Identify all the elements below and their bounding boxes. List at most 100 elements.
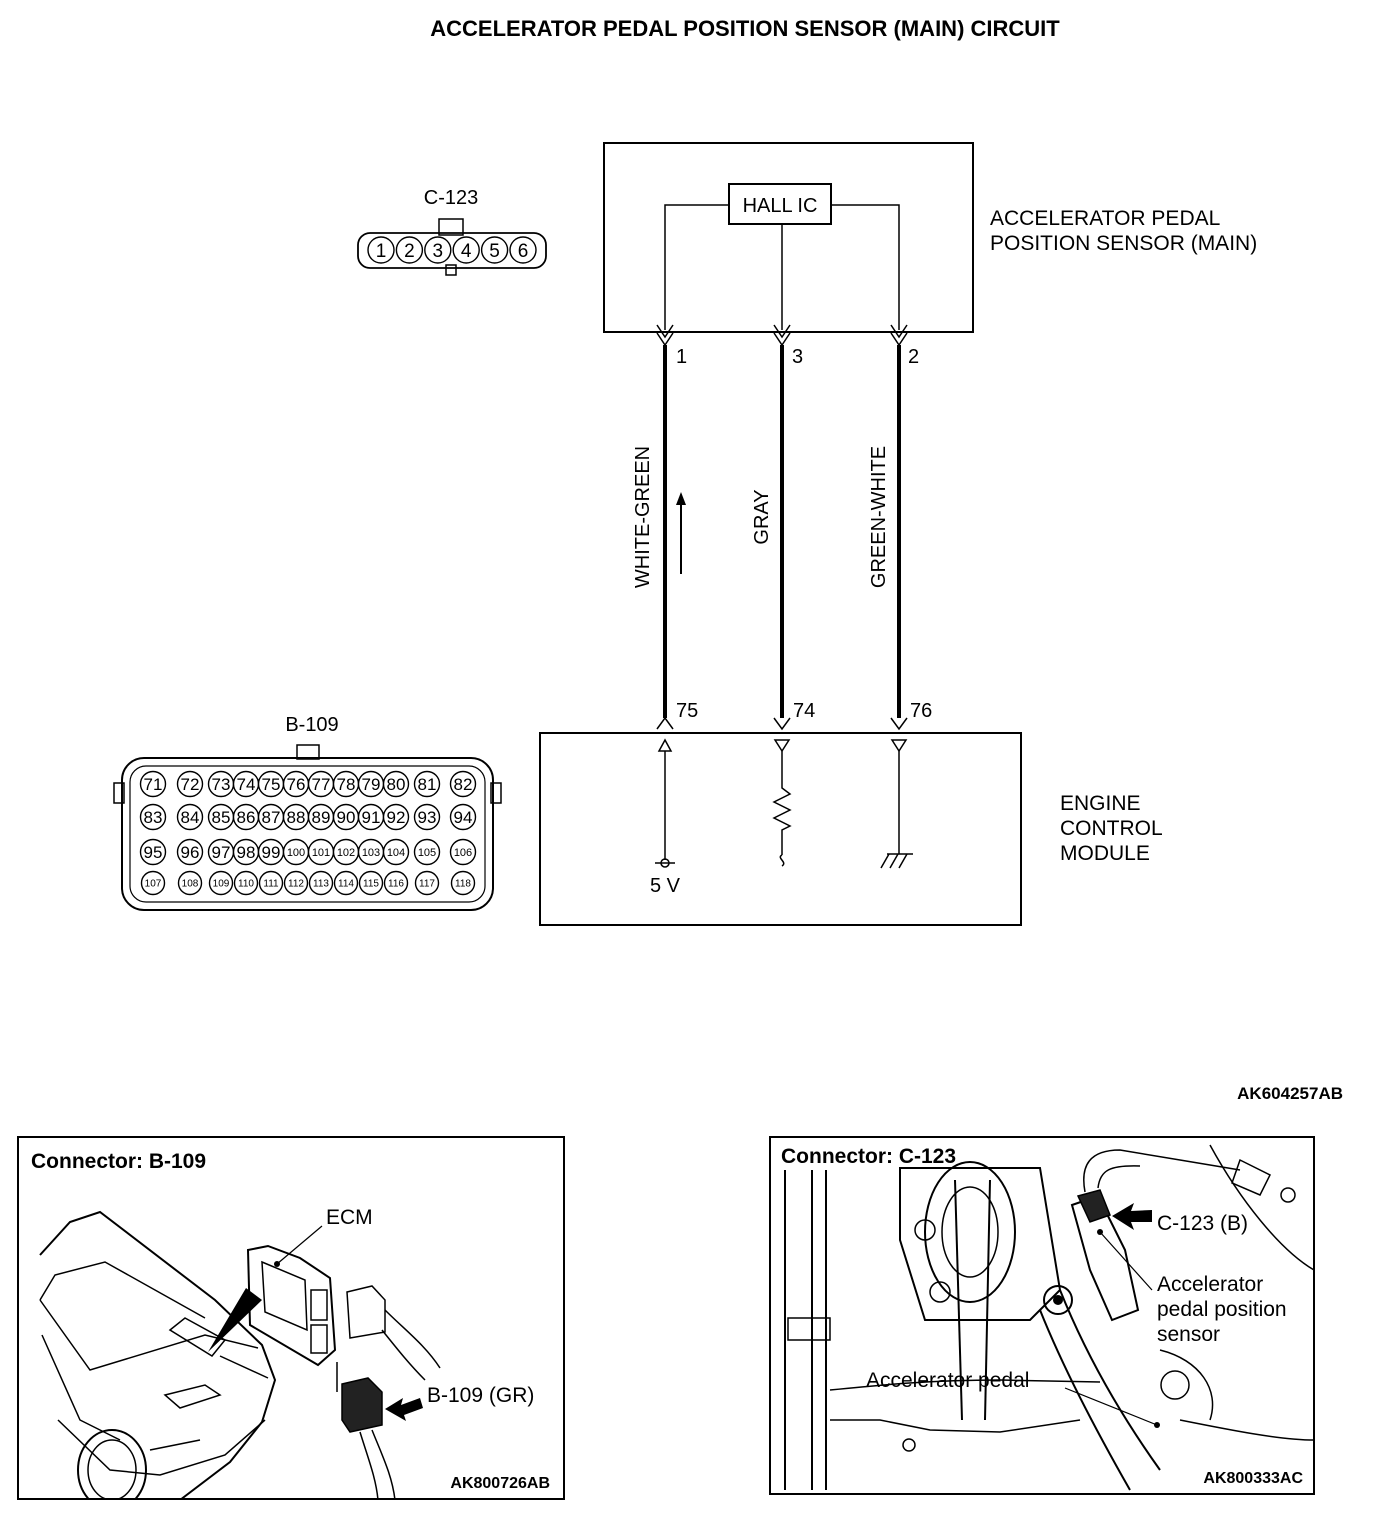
connector-pin-number: 81: [418, 775, 437, 794]
hall-ic-label: HALL IC: [743, 195, 818, 217]
connector-c123-label: C-123: [424, 187, 478, 209]
connector-pin-number: 4: [461, 241, 472, 262]
current-arrow-icon: [676, 492, 686, 505]
connector-pin: [413, 803, 441, 831]
connector-pin-number: 74: [237, 775, 256, 794]
connector-pin-number: 102: [337, 847, 355, 859]
connector-pin: [449, 770, 477, 798]
connector-pin-number: 114: [338, 879, 354, 890]
pedal-area-illustration: [784, 1144, 1314, 1491]
connector-pin-number: 104: [387, 847, 405, 859]
connector-pin: [208, 870, 234, 896]
panel-c123-sensor-line3: sensor: [1157, 1323, 1220, 1346]
connector-pin-number: 73: [212, 775, 231, 794]
connector-pin-number: 2: [404, 241, 415, 262]
b109-arrow-icon: [385, 1398, 423, 1421]
connector-pin: [233, 870, 259, 896]
ecm-label-line2: CONTROL: [1060, 817, 1163, 840]
ecm-label-line3: MODULE: [1060, 842, 1150, 865]
connector-pin-number: 99: [262, 843, 281, 862]
connector-pin-number: 87: [262, 808, 281, 827]
connector-pin: [139, 803, 167, 831]
panel-b109-code: AK800726AB: [450, 1475, 550, 1492]
connector-pin-number: 79: [362, 775, 381, 794]
connector-pin-number: 96: [181, 843, 200, 862]
connector-pin-number: 5: [489, 241, 500, 262]
ecm-label-line1: ENGINE: [1060, 792, 1141, 815]
connector-pin-number: 90: [337, 808, 356, 827]
ecm-supply-label: 5 V: [650, 875, 681, 897]
connector-pin-number: 107: [145, 879, 162, 890]
connector-pin: [139, 770, 167, 798]
panel-c123-sensor-line1: Accelerator: [1157, 1273, 1263, 1296]
connector-pin-number: 108: [182, 879, 199, 890]
connector-pin: [176, 803, 204, 831]
connector-pin-number: 106: [454, 847, 472, 859]
connector-pin-number: 98: [237, 843, 256, 862]
connector-pin: [413, 770, 441, 798]
connector-pin: [358, 870, 384, 896]
connector-pin: [450, 870, 476, 896]
connector-pin: [258, 870, 284, 896]
connector-pin-number: 109: [213, 879, 230, 890]
sensor-block: HALL IC: [603, 142, 974, 347]
connector-pin: [176, 838, 204, 866]
connector-pin-number: 80: [387, 775, 406, 794]
connector-pin: [424, 236, 452, 264]
panel-c123-code: AK800333AC: [1203, 1470, 1303, 1487]
connector-pin-number: 116: [388, 879, 404, 890]
connector-pin-number: 75: [262, 775, 281, 794]
connector-pin-number: 89: [312, 808, 331, 827]
panel-b109-title: Connector: B-109: [31, 1150, 206, 1173]
connector-pin-number: 115: [363, 879, 379, 890]
connector-pin-number: 76: [287, 775, 306, 794]
connector-pin-number: 101: [312, 847, 330, 859]
sensor-pin-label: 2: [908, 346, 919, 368]
connector-pin-number: 72: [181, 775, 200, 794]
connector-pin: [480, 236, 509, 264]
c123-arrow-icon: [1112, 1203, 1152, 1230]
panel-connector-b109: Connector: B-109 ECM B-109 (GR) AK800726…: [17, 1136, 565, 1500]
panel-c123-connector-label: C-123 (B): [1157, 1212, 1248, 1235]
panel-c123-sensor-line2: pedal position: [1157, 1298, 1287, 1321]
connector-pin-number: 71: [144, 775, 163, 794]
panel-connector-c123: Connector: C-123 C-123 (B) Accelerator p…: [769, 1136, 1315, 1495]
ecm-block: [539, 716, 1022, 926]
connector-pin-number: 103: [362, 847, 380, 859]
connector-pin-number: 77: [312, 775, 331, 794]
sensor-label-line1: ACCELERATOR PEDAL: [990, 207, 1220, 230]
connector-pin-number: 110: [238, 879, 254, 890]
sensor-label-line2: POSITION SENSOR (MAIN): [990, 232, 1257, 255]
connector-pin-number: 118: [455, 879, 471, 890]
connector-pin-number: 111: [263, 879, 279, 890]
connector-pin-number: 92: [387, 808, 406, 827]
connector-pin: [452, 236, 480, 264]
connector-pin-number: 95: [144, 843, 163, 862]
sensor-pin-label: 1: [676, 346, 687, 368]
connector-pin-number: 1: [376, 241, 387, 262]
panel-b109-ecm-label: ECM: [326, 1206, 373, 1229]
connector-pin-number: 91: [362, 808, 381, 827]
connector-pin-number: 117: [419, 879, 435, 890]
wire-color-label: GREEN-WHITE: [868, 446, 890, 588]
page-title: ACCELERATOR PEDAL POSITION SENSOR (MAIN)…: [430, 16, 1060, 41]
connector-pin-number: 88: [287, 808, 306, 827]
connector-pin-number: 113: [313, 879, 329, 890]
connector-pin-number: 85: [212, 808, 231, 827]
panel-c123-title: Connector: C-123: [781, 1145, 956, 1168]
harness-wires: [663, 345, 901, 718]
connector-pin: [383, 870, 409, 896]
connector-pin: [139, 838, 167, 866]
connector-pin: [140, 870, 166, 896]
connector-pin: [176, 770, 204, 798]
connector-pin-number: 6: [518, 241, 529, 262]
connector-pin-number: 112: [288, 879, 304, 890]
wire-color-label: GRAY: [751, 489, 773, 544]
connector-pin: [308, 870, 334, 896]
connector-pin: [283, 870, 309, 896]
wire-color-label: WHITE-GREEN: [632, 446, 654, 588]
connector-pin: [382, 803, 410, 831]
connector-pin-number: 86: [237, 808, 256, 827]
connector-b109-label: B-109: [285, 714, 338, 736]
